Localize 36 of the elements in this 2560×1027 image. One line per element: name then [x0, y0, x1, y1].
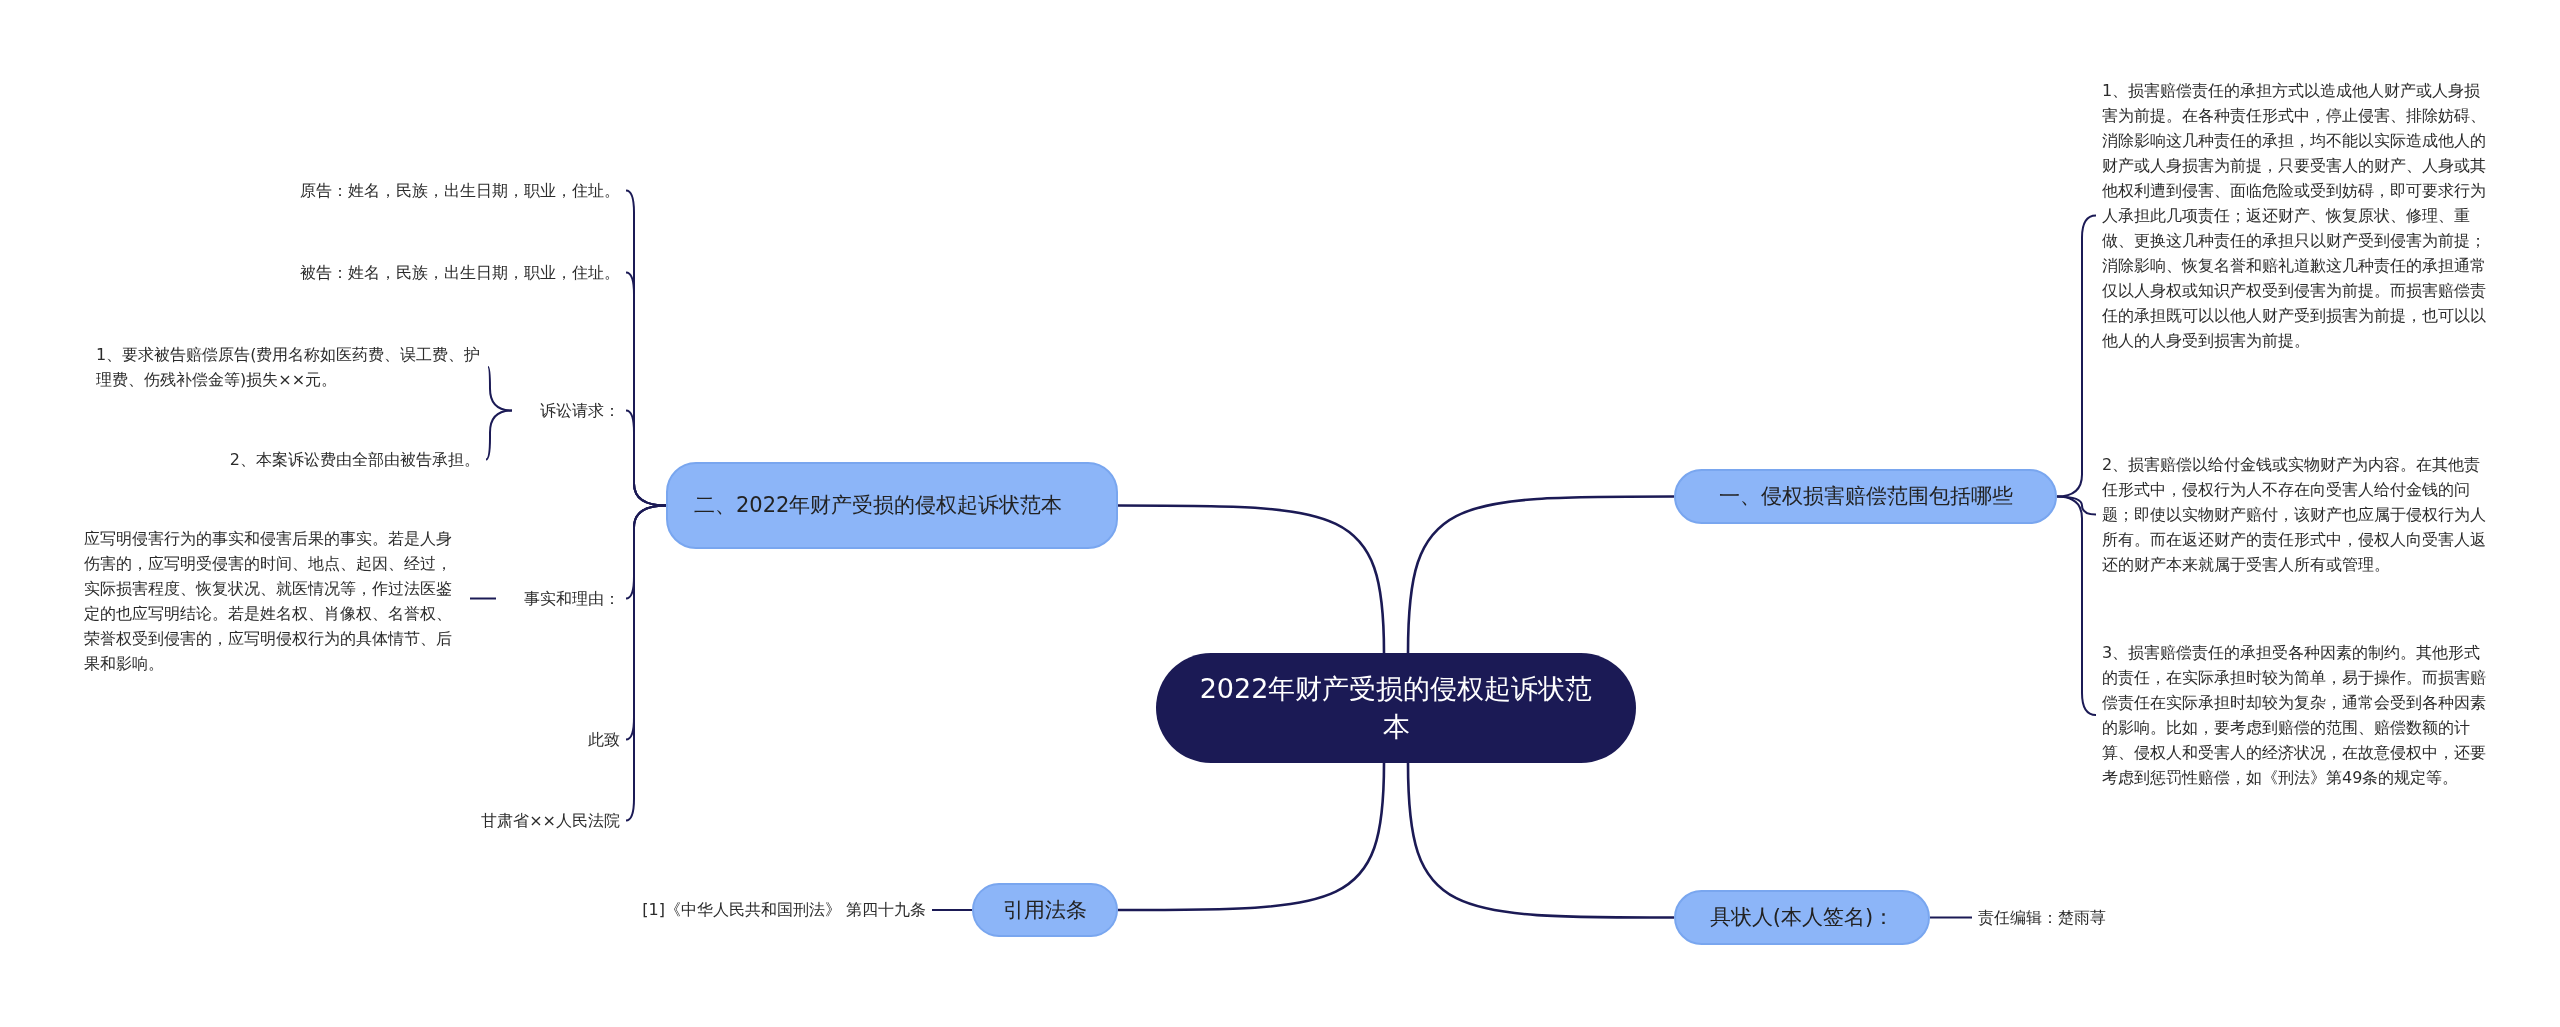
note-text: 2、损害赔偿以给付金钱或实物财产为内容。在其他责任形式中，侵权行为人不存在向受害人给付金钱的问题；即使以实物财产赔付，该财产也应属于侵权行为人所有。而在返还财产的责任形式中，侵权人向受害人返还的财产本来就属于受害人所有或管理。: [2102, 452, 2488, 577]
connector-line: [625, 504, 667, 822]
connector-line: [2056, 495, 2097, 716]
connector-line: [1929, 916, 1973, 919]
note-text: 责任编辑：楚雨荨: [1978, 905, 2198, 930]
note-text: 甘肃省××人民法院: [400, 808, 620, 833]
note-text: 1、要求被告赔偿原告(费用名称如医药费、误工费、护理费、伤残补偿金等)损失××元。: [96, 342, 482, 392]
topic-box: [666, 462, 1118, 549]
note-text: [1]《中华人民共和国刑法》 第四十九条: [560, 897, 926, 922]
topic-label: 一、侵权损害赔偿范围包括哪些: [1718, 483, 2013, 510]
topic-label: 引用法条: [1003, 896, 1087, 924]
note-text: 此致: [520, 727, 620, 752]
note-text: 3、损害赔偿责任的承担受各种因素的制约。其他形式的责任，在实际承担时较为简单，易于操作。而损害赔偿责任在实际承担时却较为复杂，通常会受到各种因素的影响。比如，要考虑到赔偿的范围、赔偿数额的计算、侵权人和受害人的经济状况，在故意侵权中，还要考虑到惩罚性赔偿，如《刑法》第49条的规定等。: [2102, 640, 2488, 790]
connector-line: [487, 366, 513, 412]
note-text: 应写明侵害行为的事实和侵害后果的事实。若是人身伤害的，应写明受侵害的时间、地点、起因、经过，实际损害程度、恢复状况、就医情况等，作过法医鉴定的也应写明结论。若是姓名权、肖像权、名誉权、荣誉权受到侵害的，应写明侵权行为的具体情节、后果和影响。: [84, 526, 464, 676]
connector-line: [931, 909, 973, 911]
connector-line: [1406, 762, 1674, 919]
note-text: 诉讼请求：: [512, 398, 620, 423]
topic-label: 二、2022年财产受损的侵权起诉状范本: [694, 492, 1063, 519]
connector-line: [485, 409, 513, 461]
topic-box: [972, 883, 1118, 937]
connector-line: [1118, 762, 1386, 912]
note-text: 2、本案诉讼费由全部由被告承担。: [150, 447, 480, 472]
connector-line: [1406, 495, 1674, 654]
note-text: 1、损害赔偿责任的承担方式以造成他人财产或人身损害为前提。在各种责任形式中，停止侵害、排除妨碍、消除影响这几种责任的承担，均不能以实际造成他人的财产或人身损害为前提，只要受害人的财产、人身或其他权利遭到侵害、面临危险或受到妨碍，即可要求行为人承担此几项责任；返还财产、恢复原状、修理、重做、更换这几种责任的承担只以财产受到侵害为前提；消除影响、恢复名誉和赔礼道歉这几种责任的承担通常仅以人身权或知识产权受到侵害为前提。而损害赔偿责任的承担既可以以他人财产受到损害为前提，也可以以他人的人身受到损害为前提。: [2102, 78, 2488, 353]
note-text: 被告：姓名，民族，出生日期，职业，住址。: [200, 260, 620, 285]
topic-box: [1674, 469, 2057, 524]
topic-label: 具状人(本人签名)：: [1709, 904, 1895, 931]
connector-line: [2056, 214, 2097, 498]
connector-line: [1118, 504, 1386, 654]
topic-box: [1674, 890, 1930, 945]
note-text: 原告：姓名，民族，出生日期，职业，住址。: [200, 178, 620, 203]
connector-line: [469, 597, 497, 600]
note-text: 事实和理由：: [496, 586, 620, 611]
topic-label: 2022年财产受损的侵权起诉状范本: [1198, 672, 1594, 744]
connector-line: [625, 409, 667, 507]
